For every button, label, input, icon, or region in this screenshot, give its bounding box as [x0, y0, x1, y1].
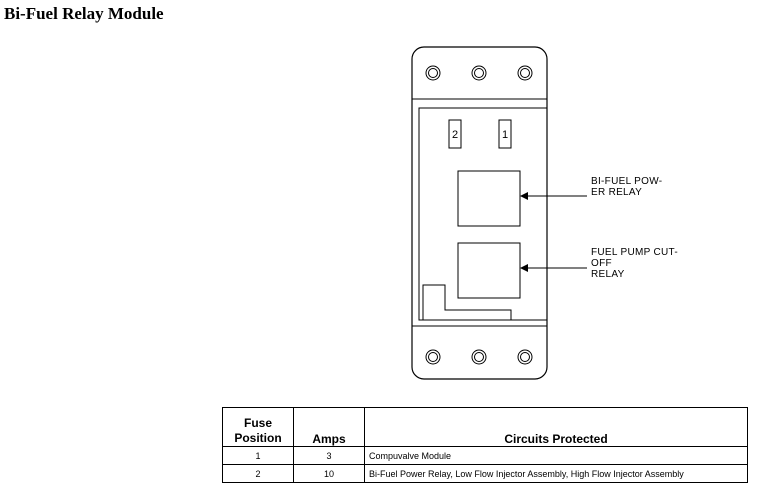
- table-header-row: Fuse Position Amps Circuits Protected: [222, 407, 748, 447]
- arrowhead-icon: [520, 264, 528, 272]
- table-row: 2 10 Bi-Fuel Power Relay, Low Flow Injec…: [222, 464, 748, 483]
- cell-position: 1: [222, 446, 294, 465]
- mounting-hole: [471, 65, 487, 81]
- fuse-slot-1: [498, 119, 512, 149]
- fuse-table: Fuse Position Amps Circuits Protected 1 …: [222, 407, 748, 483]
- arrowhead-icon: [520, 192, 528, 200]
- callout-line: FUEL PUMP CUT-: [591, 247, 678, 258]
- callout-line: ER RELAY: [591, 187, 643, 198]
- relay-module-diagram: 2 1: [411, 46, 587, 380]
- callout-line: OFF: [591, 258, 612, 269]
- cell-position: 2: [222, 464, 294, 483]
- mounting-hole: [517, 65, 533, 81]
- header-amps: Amps: [293, 407, 365, 447]
- callout-line: BI-FUEL POW-: [591, 176, 663, 187]
- fuse-slot-2: [448, 119, 462, 149]
- fuse-label-2: 2: [452, 129, 458, 141]
- page-title: Bi-Fuel Relay Module: [4, 4, 164, 23]
- mounting-hole: [425, 65, 441, 81]
- mounting-hole: [425, 349, 441, 365]
- module-housing: [411, 46, 548, 380]
- bi-fuel-power-relay: [457, 170, 521, 227]
- callout-line: RELAY: [591, 269, 625, 280]
- cell-amps: 10: [293, 464, 365, 483]
- header-fuse-position: Fuse Position: [222, 407, 294, 447]
- fuse-label-1: 1: [502, 129, 508, 141]
- callout-bi-fuel-power-relay: BI-FUEL POW- ER RELAY: [591, 176, 662, 198]
- header-circuits-protected: Circuits Protected: [364, 407, 748, 447]
- mounting-hole: [471, 349, 487, 365]
- table-row: 1 3 Compuvalve Module: [222, 446, 748, 465]
- callout-fuel-pump-cutoff-relay: FUEL PUMP CUT- OFF RELAY: [591, 247, 678, 280]
- cell-circuits: Compuvalve Module: [364, 446, 748, 465]
- relay-compartment: [418, 107, 548, 321]
- cell-circuits: Bi-Fuel Power Relay, Low Flow Injector A…: [364, 464, 748, 483]
- wire-trace: [422, 284, 512, 320]
- fuel-pump-cutoff-relay: [457, 242, 521, 299]
- cell-amps: 3: [293, 446, 365, 465]
- mounting-hole: [517, 349, 533, 365]
